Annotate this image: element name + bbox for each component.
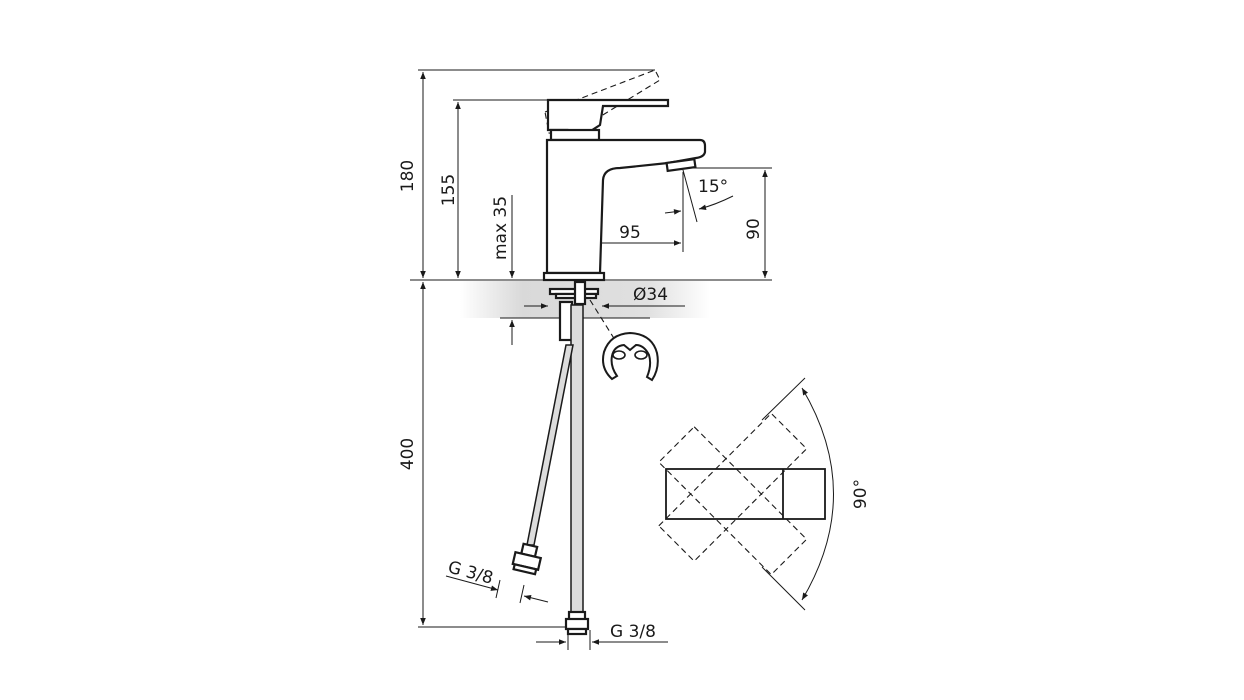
- dimension-90: 90: [744, 170, 768, 278]
- dim-155-label: 155: [439, 174, 459, 206]
- lever-top-view: [658, 412, 826, 576]
- dimension-400: 400: [398, 282, 426, 625]
- dim-400-label: 400: [398, 438, 418, 470]
- g38-right-label: G 3/8: [610, 622, 656, 642]
- dim-max35-label: max 35: [491, 196, 511, 260]
- g38-left-label: G 3/8: [446, 558, 496, 589]
- dimension-diameter34: Ø34: [524, 285, 685, 309]
- dim-95-label: 95: [619, 223, 641, 243]
- hoses: [511, 304, 590, 636]
- dimension-155: 155: [439, 102, 461, 278]
- dimension-180: 180: [398, 72, 426, 278]
- dimension-max35: max 35: [491, 195, 515, 345]
- clip-slot-right: [634, 350, 648, 360]
- dimension-g38-right: G 3/8: [536, 622, 668, 650]
- dim-180-label: 180: [398, 160, 418, 192]
- faucet-side-view: [542, 69, 707, 282]
- dim-15deg-label: 15°: [698, 177, 728, 197]
- mounting-clip-icon: [602, 331, 659, 382]
- dim-90deg-label: 90°: [851, 479, 871, 509]
- dimension-90deg: 90°: [761, 377, 871, 611]
- clip-slot-left: [612, 350, 626, 360]
- dimension-15deg: 15°: [664, 169, 734, 223]
- dim-90-label: 90: [744, 218, 764, 240]
- dim-diameter34-label: Ø34: [633, 285, 668, 305]
